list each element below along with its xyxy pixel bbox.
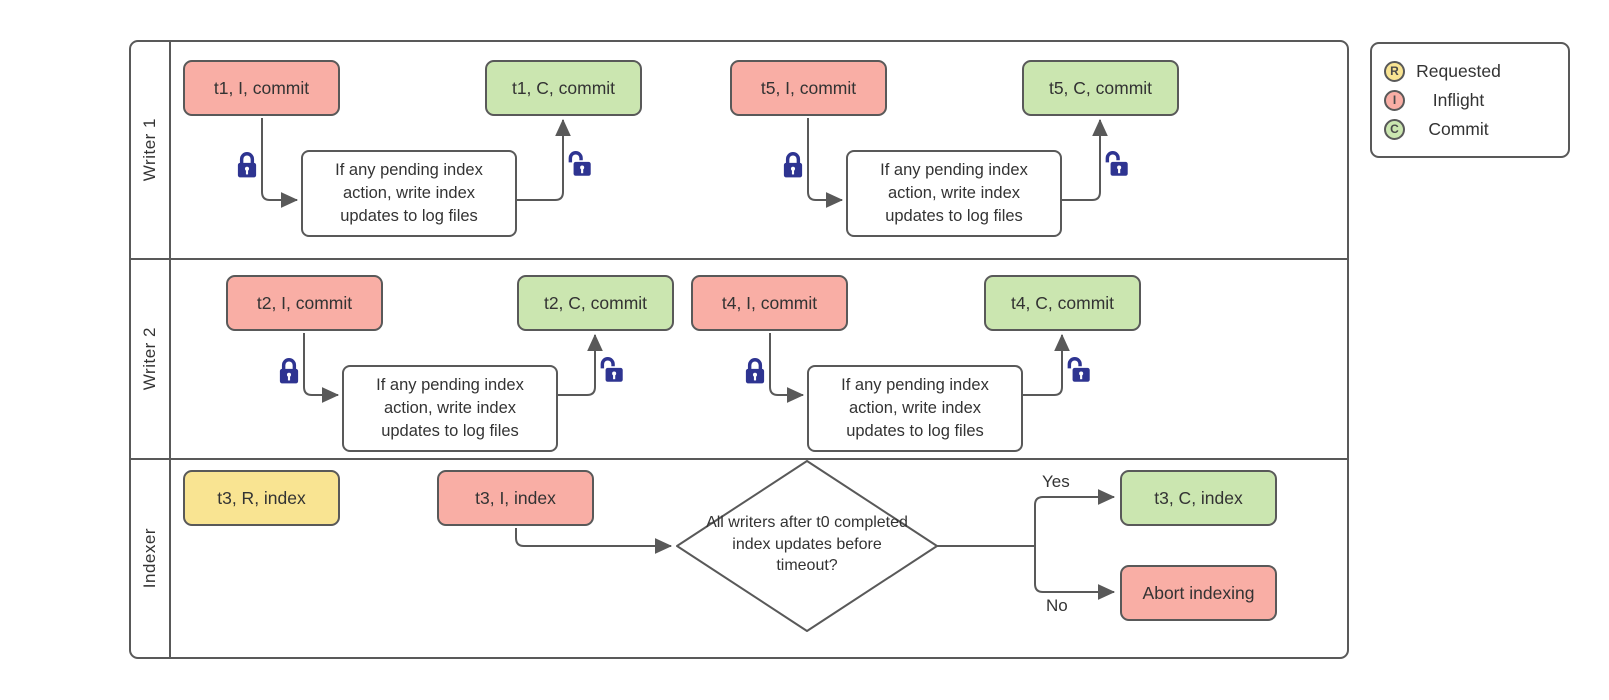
legend-label: Commit — [1428, 118, 1489, 139]
state-box-t4-commit: t4, C, commit — [984, 275, 1141, 331]
inflight-badge-icon: I — [1384, 89, 1405, 111]
lane-label-text: Writer 2 — [139, 327, 159, 391]
lane-label-separator — [169, 40, 171, 659]
legend-row-commit: C Commit — [1384, 118, 1558, 140]
state-box-t4-inflight: t4, I, commit — [691, 275, 848, 331]
lane-label-indexer: Indexer — [129, 460, 170, 657]
state-box-t2-commit: t2, C, commit — [517, 275, 674, 331]
lane-label-text: Writer 1 — [139, 118, 159, 182]
branch-label-yes: Yes — [1042, 472, 1070, 491]
process-box-t1: If any pending index action, write index… — [301, 150, 517, 237]
state-box-t1-inflight: t1, I, commit — [183, 60, 340, 116]
decision-text: All writers after t0 completed index upd… — [706, 514, 908, 575]
open-lock-icon — [598, 355, 626, 385]
branch-label-no: No — [1046, 596, 1068, 615]
closed-lock-icon — [276, 356, 302, 386]
state-box-t5-inflight: t5, I, commit — [730, 60, 887, 116]
closed-lock-icon — [742, 356, 768, 386]
process-box-t2: If any pending index action, write index… — [342, 365, 558, 452]
commit-badge-icon: C — [1384, 118, 1405, 140]
closed-lock-icon — [234, 150, 260, 180]
closed-lock-icon — [780, 150, 806, 180]
state-box-t3-inflight: t3, I, index — [437, 470, 594, 526]
state-box-abort: Abort indexing — [1120, 565, 1277, 621]
lane-divider-1 — [129, 258, 1349, 260]
lane-label-writer2: Writer 2 — [129, 260, 170, 458]
state-box-t3-commit: t3, C, index — [1120, 470, 1277, 526]
state-box-t2-inflight: t2, I, commit — [226, 275, 383, 331]
lane-label-writer1: Writer 1 — [129, 42, 170, 258]
lane-divider-2 — [129, 458, 1349, 460]
legend-row-inflight: I Inflight — [1384, 89, 1558, 111]
legend-label: Requested — [1416, 60, 1501, 81]
legend-row-requested: R Requested — [1384, 60, 1558, 82]
legend: R Requested I Inflight C Commit — [1370, 42, 1570, 158]
open-lock-icon — [1103, 149, 1131, 179]
lane-label-text: Indexer — [139, 528, 159, 589]
process-box-t4: If any pending index action, write index… — [807, 365, 1023, 452]
open-lock-icon — [566, 149, 594, 179]
process-box-t5: If any pending index action, write index… — [846, 150, 1062, 237]
state-box-t1-commit: t1, C, commit — [485, 60, 642, 116]
state-box-t5-commit: t5, C, commit — [1022, 60, 1179, 116]
requested-badge-icon: R — [1384, 60, 1405, 82]
legend-label: Inflight — [1432, 89, 1485, 110]
open-lock-icon — [1065, 355, 1093, 385]
state-box-t3-requested: t3, R, index — [183, 470, 340, 526]
